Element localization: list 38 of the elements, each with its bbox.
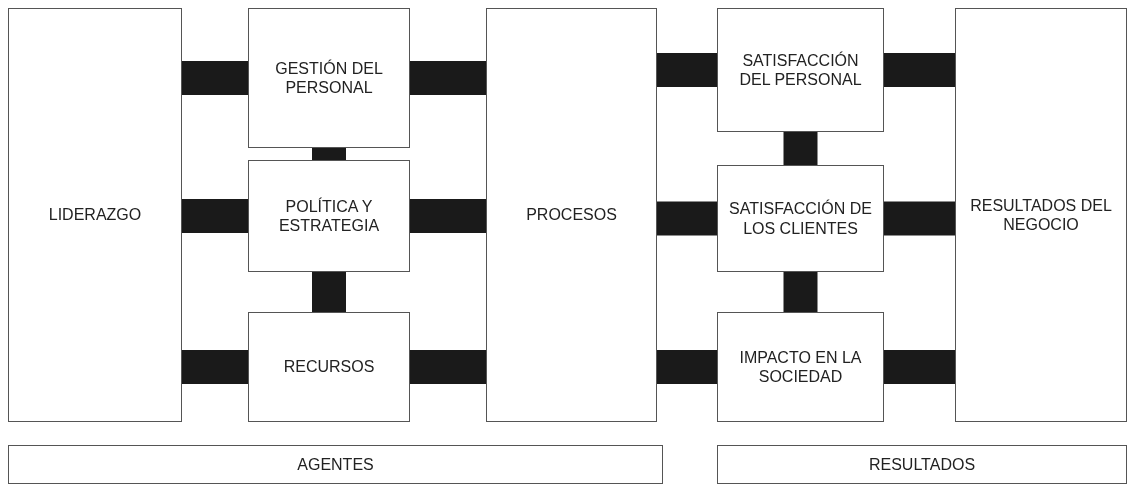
connector-bar xyxy=(410,350,486,384)
connector-bar xyxy=(657,350,717,384)
box-label: LIDERAZGO xyxy=(48,205,142,225)
process-box xyxy=(717,165,884,272)
box-label: SATISFACCIÓN DE LOS CLIENTES xyxy=(728,199,873,238)
box-label: PROCESOS xyxy=(526,205,617,225)
connector-bar xyxy=(884,53,955,87)
connector-bar xyxy=(657,53,717,87)
box-label: RECURSOS xyxy=(283,357,375,377)
process-box xyxy=(8,8,182,422)
process-box xyxy=(955,8,1127,422)
connector-bar xyxy=(410,61,486,95)
connector-bar xyxy=(182,350,248,384)
process-box xyxy=(248,312,410,422)
box-label: RESULTADOS xyxy=(868,454,976,475)
connector-bar xyxy=(312,272,346,312)
box-label: POLÍTICA Y ESTRATEGIA xyxy=(277,196,381,236)
box-label: SATISFACCIÓN DEL PERSONAL xyxy=(738,50,863,90)
process-box xyxy=(8,445,663,484)
connector-bar xyxy=(783,132,818,165)
process-box xyxy=(486,8,657,422)
connector-bar xyxy=(410,199,486,233)
process-box xyxy=(717,8,884,132)
connector-bar xyxy=(182,61,248,95)
connector-bar xyxy=(884,350,955,384)
process-box xyxy=(248,160,410,272)
connector-bar xyxy=(884,201,955,236)
process-box xyxy=(248,8,410,148)
connector-bar xyxy=(312,148,346,160)
connector-bar xyxy=(783,272,818,312)
connector-bar xyxy=(657,201,717,236)
process-box xyxy=(717,445,1127,484)
connector-bar xyxy=(182,199,248,233)
process-box xyxy=(717,312,884,422)
box-label: GESTIÓN DEL PERSONAL xyxy=(274,58,384,98)
box-label: IMPACTO EN LA SOCIEDAD xyxy=(738,347,863,387)
box-label: RESULTADOS DEL NEGOCIO xyxy=(969,195,1113,235)
box-label: AGENTES xyxy=(297,454,374,475)
